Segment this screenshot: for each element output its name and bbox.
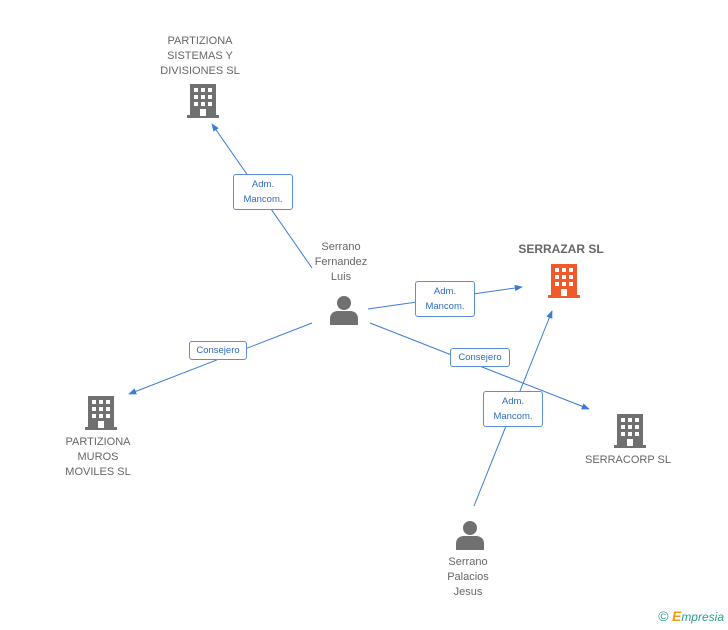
building-icon[interactable] (614, 414, 646, 448)
person-icon[interactable] (329, 295, 359, 325)
edge-label-consejero[interactable]: Consejero (450, 348, 510, 367)
empresia-logo: © Empresia (658, 608, 724, 624)
node-label-partiziona-muros: PARTIZIONA MUROS MOVILES SL (65, 436, 131, 478)
node-label-serrano-fernandez: Serrano Fernandez Luis (314, 241, 368, 283)
brand-initial: E (671, 608, 682, 624)
node-label-serrazar: SERRAZAR SL (518, 242, 604, 256)
node-label-serrano-palacios: Serrano Palacios Jesus (447, 556, 489, 598)
edge-label-adm-mancom[interactable]: Adm. Mancom. (233, 174, 293, 210)
building-icon[interactable] (548, 264, 580, 298)
edge-label-consejero[interactable]: Consejero (189, 341, 247, 360)
brand-name: mpresia (681, 610, 724, 624)
copyright-symbol: © (658, 608, 669, 624)
node-label-partiziona-sistemas: PARTIZIONA SISTEMAS Y DIVISIONES SL (160, 35, 240, 77)
person-icon[interactable] (455, 520, 485, 550)
edge-label-adm-mancom[interactable]: Adm. Mancom. (483, 391, 543, 427)
edge-label-adm-mancom[interactable]: Adm. Mancom. (415, 281, 475, 317)
building-icon[interactable] (85, 396, 117, 430)
building-icon[interactable] (187, 84, 219, 118)
node-label-serracorp: SERRACORP SL (585, 454, 671, 466)
